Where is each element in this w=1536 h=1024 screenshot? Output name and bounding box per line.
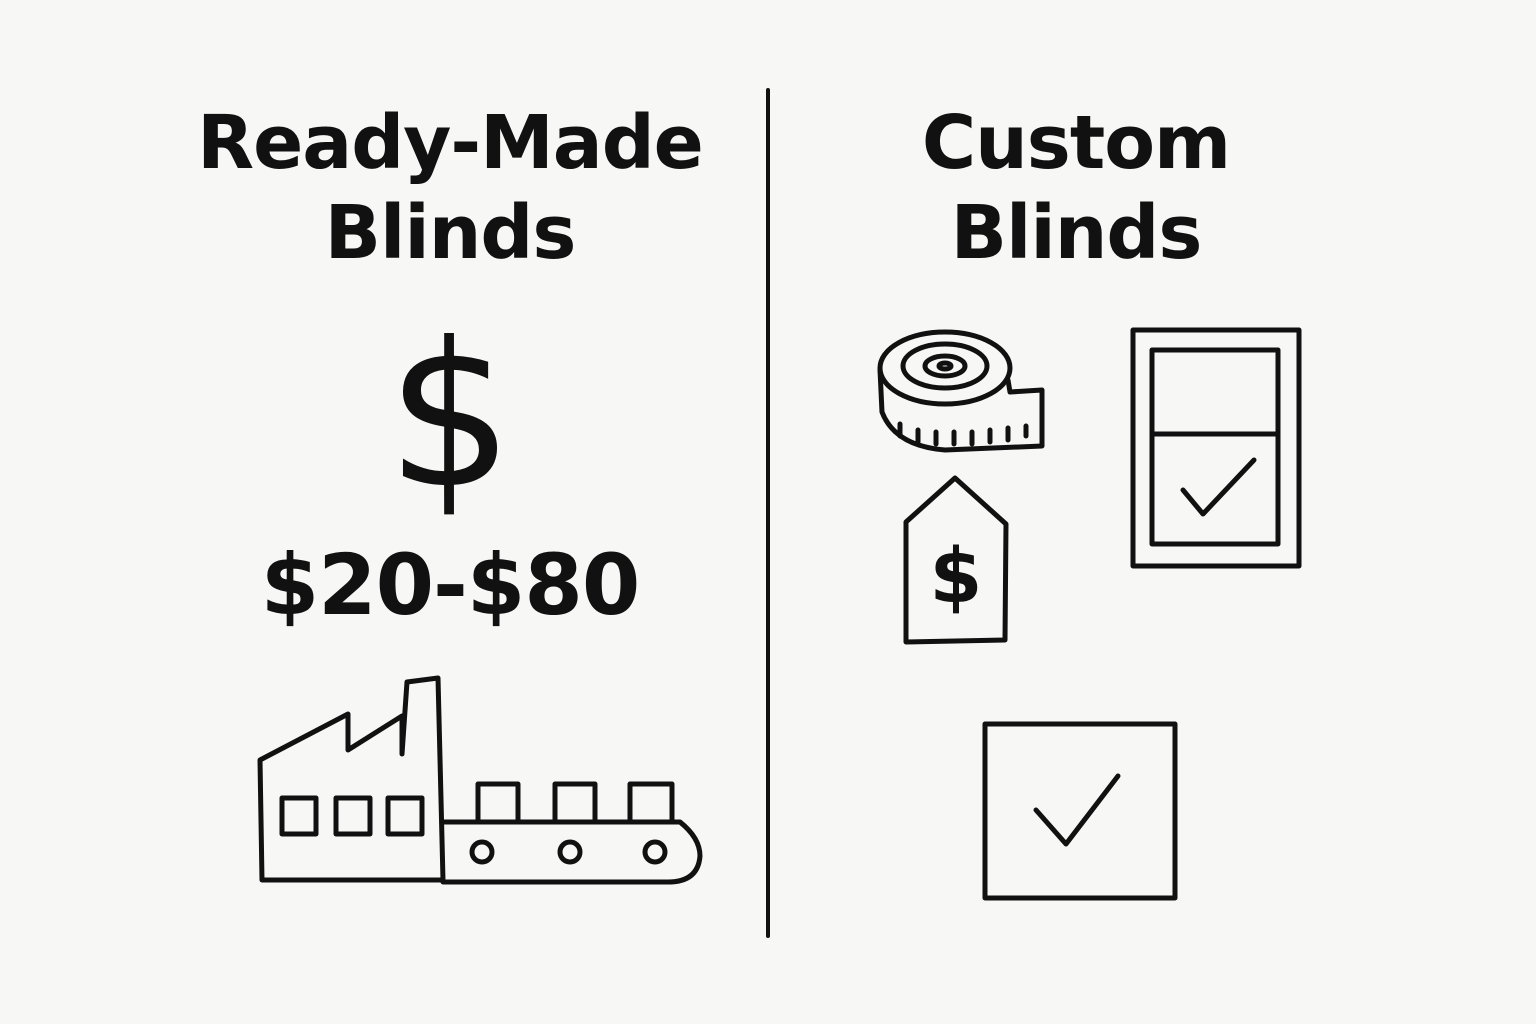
custom-title: Custom Blinds — [770, 98, 1382, 278]
custom-title-line1: Custom — [921, 100, 1231, 186]
dollar-sign-icon: $ — [386, 300, 514, 533]
price-tag-dollar: $ — [929, 531, 983, 620]
panel-divider — [766, 88, 770, 938]
custom-title-line2: Blinds — [950, 190, 1203, 276]
ready-made-title: Ready-Made Blinds — [130, 98, 770, 278]
ready-made-title-line2: Blinds — [324, 190, 577, 276]
ready-made-title-line1: Ready-Made — [197, 100, 704, 186]
price-range: $20-$80 — [260, 536, 641, 634]
